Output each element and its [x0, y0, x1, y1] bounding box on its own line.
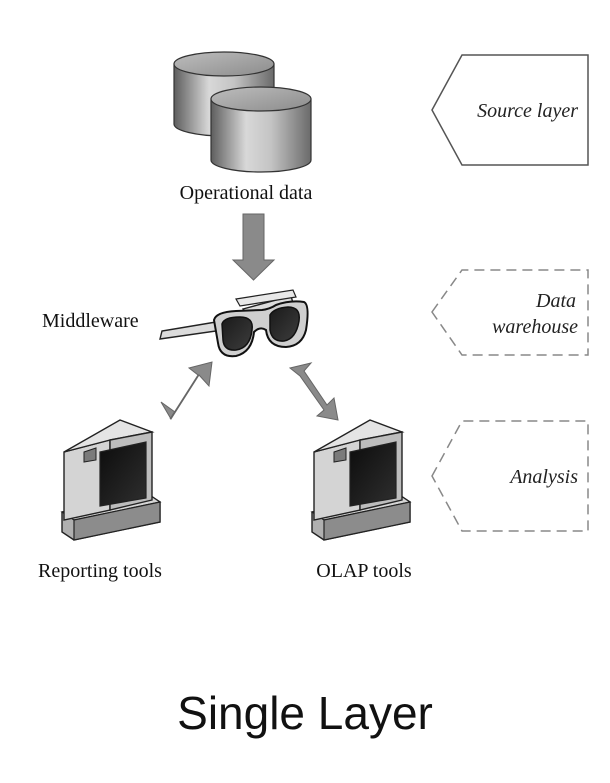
bidirectional-arrow-left — [160, 361, 213, 420]
analysis-label: Analysis — [508, 466, 578, 488]
operational-data-label: Operational data — [180, 182, 313, 204]
data-warehouse-layer-tag: Data warehouse — [431, 269, 589, 356]
computer-icon — [310, 419, 412, 541]
source-layer-tag: Source layer — [431, 54, 589, 166]
down-arrow-icon — [231, 213, 276, 281]
diagram-title: Single Layer — [177, 687, 433, 739]
bidirectional-arrow-right — [288, 362, 339, 421]
reporting-tools-label: Reporting tools — [38, 560, 162, 582]
database-icon — [173, 51, 312, 173]
source-layer-label: Source layer — [477, 100, 578, 122]
middleware-label: Middleware — [42, 310, 139, 332]
computer-icon — [60, 419, 162, 541]
data-warehouse-label-line2: warehouse — [492, 316, 578, 338]
analysis-layer-tag: Analysis — [431, 420, 589, 532]
data-warehouse-label-line1: Data — [535, 290, 576, 312]
sunglasses-icon — [159, 289, 309, 358]
olap-tools-label: OLAP tools — [316, 560, 412, 582]
